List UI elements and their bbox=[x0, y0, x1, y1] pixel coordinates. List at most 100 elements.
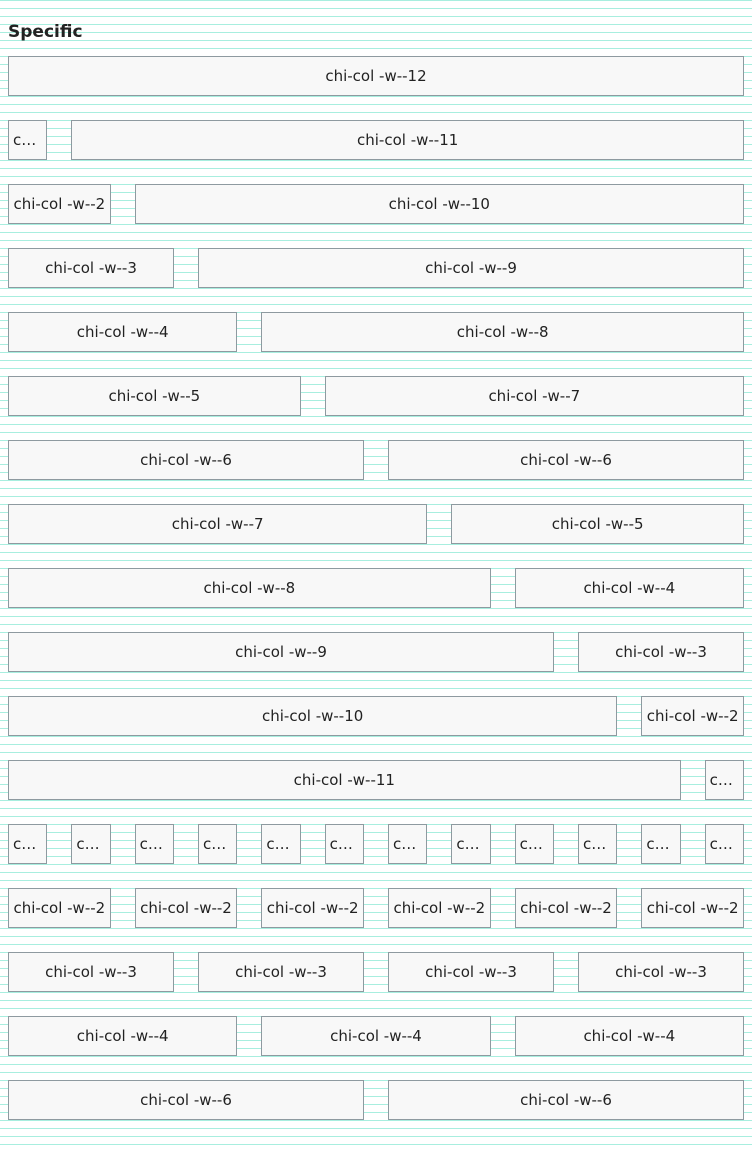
cell-label: chi-col -w--3 bbox=[615, 643, 707, 661]
grid-row: chi-col -w--3 chi-col -w--9 bbox=[8, 248, 744, 288]
cell-label: chi-col -w--6 bbox=[140, 451, 232, 469]
grid-row: chi-col -w--1 chi-col -w--11 bbox=[8, 120, 744, 160]
grid-column-cell: chi-col -w--12 bbox=[8, 56, 744, 96]
grid-row: chi-col -w--6 chi-col -w--6 bbox=[8, 440, 744, 480]
cell-label: chi-col -w--1 bbox=[203, 835, 232, 853]
cell-label: chi-col -w--1 bbox=[456, 835, 485, 853]
cell-label: chi-col -w--2 bbox=[140, 899, 232, 917]
grid-column-cell: chi-col -w--11 bbox=[71, 120, 744, 160]
cell-label: chi-col -w--9 bbox=[425, 259, 517, 277]
cell-label: chi-col -w--3 bbox=[615, 963, 707, 981]
cell-label: chi-col -w--10 bbox=[388, 195, 490, 213]
grid-column-cell: chi-col -w--3 bbox=[198, 952, 364, 992]
cell-label: chi-col -w--10 bbox=[262, 707, 364, 725]
grid-column-cell: chi-col -w--2 bbox=[388, 888, 491, 928]
cell-label: chi-col -w--8 bbox=[456, 323, 549, 341]
grid-column-cell: chi-col -w--7 bbox=[324, 376, 744, 416]
grid-column-cell: chi-col -w--1 bbox=[71, 824, 111, 864]
cell-label: chi-col -w--9 bbox=[235, 643, 327, 661]
cell-label: chi-col -w--2 bbox=[13, 195, 106, 213]
grid-row: chi-col -w--3 chi-col -w--3 chi-col -w--3 c… bbox=[8, 952, 744, 992]
cell-label: chi-col -w--6 bbox=[520, 451, 612, 469]
cell-label: chi-col -w--4 bbox=[76, 1027, 169, 1045]
grid-column-cell: chi-col -w--9 bbox=[198, 248, 744, 288]
cell-label: chi-col -w--7 bbox=[171, 515, 264, 533]
cell-label: chi-col -w--1 bbox=[709, 835, 739, 853]
grid-column-cell: chi-col -w--1 bbox=[388, 824, 428, 864]
cell-label: chi-col -w--7 bbox=[488, 387, 581, 405]
cell-label: chi-col -w--12 bbox=[325, 67, 427, 85]
grid-column-cell: chi-col -w--1 bbox=[704, 824, 744, 864]
cell-label: chi-col -w--3 bbox=[45, 963, 137, 981]
grid-row: chi-col -w--5 chi-col -w--7 bbox=[8, 376, 744, 416]
cell-label: chi-col -w--1 bbox=[329, 835, 359, 853]
grid-row: chi-col -w--8 chi-col -w--4 bbox=[8, 568, 744, 608]
cell-label: chi-col -w--4 bbox=[76, 323, 169, 341]
cell-label: chi-col -w--1 bbox=[646, 835, 675, 853]
grid-column-cell: chi-col -w--6 bbox=[388, 440, 744, 480]
grid-column-cell: chi-col -w--1 bbox=[324, 824, 364, 864]
grid-column-cell: chi-col -w--2 bbox=[134, 888, 238, 928]
grid-column-cell: chi-col -w--6 bbox=[388, 1080, 744, 1120]
grid-column-cell: chi-col -w--1 bbox=[514, 824, 554, 864]
cell-label: chi-col -w--3 bbox=[45, 259, 137, 277]
grid-column-cell: chi-col -w--3 bbox=[8, 952, 174, 992]
grid-column-cell: chi-col -w--2 bbox=[641, 888, 744, 928]
cell-label: chi-col -w--8 bbox=[203, 579, 296, 597]
cell-label: chi-col -w--4 bbox=[330, 1027, 422, 1045]
cell-label: chi-col -w--2 bbox=[646, 707, 739, 725]
cell-label: chi-col -w--2 bbox=[266, 899, 359, 917]
grid-column-cell: chi-col -w--9 bbox=[8, 632, 554, 672]
cell-label: chi-col -w--6 bbox=[140, 1091, 232, 1109]
grid-column-cell: chi-col -w--8 bbox=[261, 312, 744, 352]
grid-column-cell: chi-col -w--4 bbox=[8, 1016, 238, 1056]
cell-label: chi-col -w--5 bbox=[108, 387, 201, 405]
grid-row: chi-col -w--4 chi-col -w--4 chi-col -w--4 bbox=[8, 1016, 744, 1056]
grid-column-cell: chi-col -w--4 bbox=[261, 1016, 491, 1056]
cell-label: chi-col -w--6 bbox=[520, 1091, 612, 1109]
grid-row: chi-col -w--4 chi-col -w--8 bbox=[8, 312, 744, 352]
grid-row: chi-col -w--12 bbox=[8, 56, 744, 96]
cell-label: chi-col -w--4 bbox=[583, 1027, 676, 1045]
grid-row: chi-col -w--6 chi-col -w--6 bbox=[8, 1080, 744, 1120]
grid-column-cell: chi-col -w--2 bbox=[8, 888, 111, 928]
grid-row: chi-col -w--11 chi-col -w--1 bbox=[8, 760, 744, 800]
grid-column-cell: chi-col -w--1 bbox=[704, 760, 744, 800]
grid-row: chi-col -w--9 chi-col -w--3 bbox=[8, 632, 744, 672]
cell-label: chi-col -w--2 bbox=[520, 899, 612, 917]
cell-label: chi-col -w--2 bbox=[393, 899, 486, 917]
grid-row: chi-col -w--2 chi-col -w--2 chi-col -w--2 c… bbox=[8, 888, 744, 928]
cell-label: chi-col -w--11 bbox=[293, 771, 395, 789]
grid-column-cell: chi-col -w--1 bbox=[261, 824, 301, 864]
grid-column-cell: chi-col -w--1 bbox=[198, 824, 238, 864]
grid-row: chi-col -w--1 chi-col -w--1 chi-col -w--1 c… bbox=[8, 824, 744, 864]
grid-column-cell: chi-col -w--4 bbox=[8, 312, 238, 352]
grid-column-cell: chi-col -w--7 bbox=[8, 504, 428, 544]
grid-column-cell: chi-col -w--2 bbox=[261, 888, 364, 928]
cell-label: chi-col -w--1 bbox=[266, 835, 295, 853]
grid-column-cell: chi-col -w--1 bbox=[578, 824, 618, 864]
cell-label: chi-col -w--1 bbox=[583, 835, 612, 853]
grid-column-cell: chi-col -w--3 bbox=[8, 248, 174, 288]
grid-column-cell: chi-col -w--8 bbox=[8, 568, 491, 608]
grid-column-cell: chi-col -w--2 bbox=[8, 184, 111, 224]
grid-row: chi-col -w--2 chi-col -w--10 bbox=[8, 184, 744, 224]
cell-label: chi-col -w--1 bbox=[13, 835, 42, 853]
grid-column-cell: chi-col -w--5 bbox=[451, 504, 744, 544]
grid-column-cell: chi-col -w--5 bbox=[8, 376, 301, 416]
cell-label: chi-col -w--1 bbox=[76, 835, 105, 853]
grid-column-cell: chi-col -w--10 bbox=[134, 184, 744, 224]
cell-label: chi-col -w--4 bbox=[583, 579, 676, 597]
cell-label: chi-col -w--1 bbox=[709, 771, 739, 789]
cell-label: chi-col -w--2 bbox=[646, 899, 739, 917]
cell-label: chi-col -w--5 bbox=[551, 515, 644, 533]
grid-column-cell: chi-col -w--1 bbox=[641, 824, 681, 864]
grid-column-cell: chi-col -w--10 bbox=[8, 696, 618, 736]
cell-label: chi-col -w--1 bbox=[393, 835, 422, 853]
grid-column-cell: chi-col -w--6 bbox=[8, 440, 364, 480]
grid-column-cell: chi-col -w--1 bbox=[8, 824, 48, 864]
grid-column-cell: chi-col -w--1 bbox=[134, 824, 174, 864]
cell-label: chi-col -w--3 bbox=[425, 963, 517, 981]
grid-column-cell: chi-col -w--1 bbox=[8, 120, 48, 160]
grid-column-cell: chi-col -w--4 bbox=[514, 1016, 744, 1056]
